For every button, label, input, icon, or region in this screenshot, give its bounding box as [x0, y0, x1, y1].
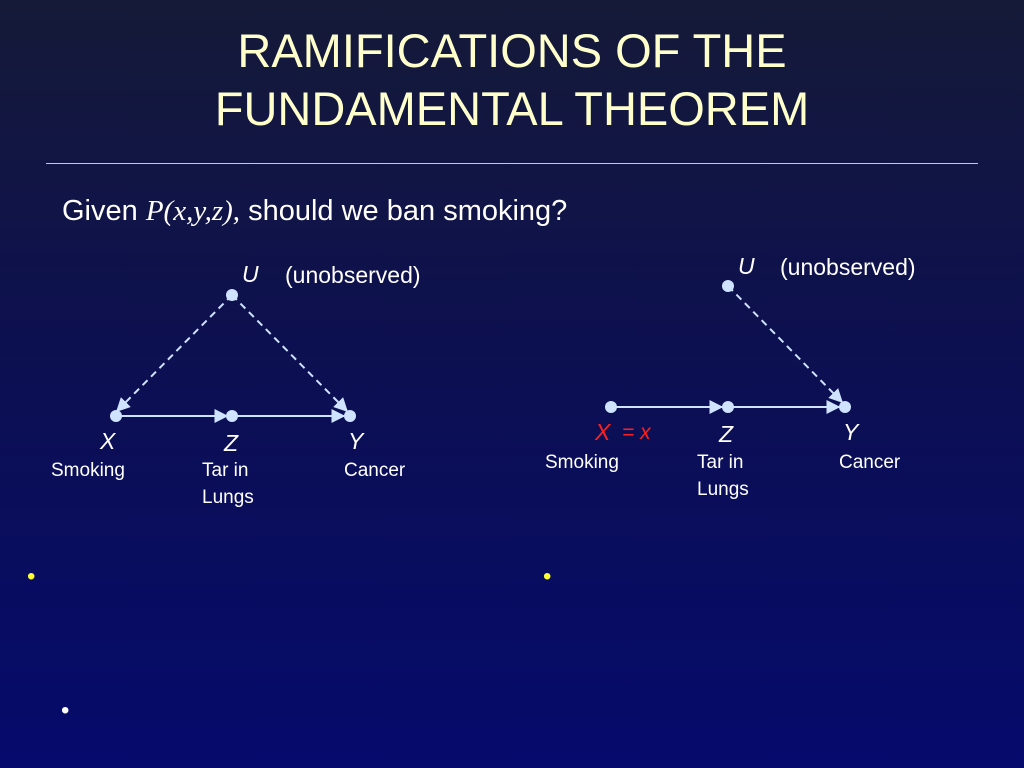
right-u-symbol: U — [738, 253, 755, 279]
left-u-symbol: U — [242, 261, 259, 287]
right-x-assign: = x — [622, 421, 651, 444]
bullet-left-bottom: • — [61, 697, 70, 724]
right-diagram — [605, 280, 851, 414]
title-line-2: FUNDAMENTAL THEOREM — [214, 82, 810, 135]
right-node-x — [605, 401, 617, 413]
left-node-x — [110, 410, 122, 422]
slide-title: RAMIFICATIONS OF THE FUNDAMENTAL THEOREM — [0, 22, 1024, 138]
right-node-z — [722, 401, 734, 413]
right-u-note: (unobserved) — [780, 254, 916, 280]
left-z-label-line1: Tar in — [202, 460, 249, 481]
left-node-y — [344, 410, 356, 422]
question-prefix: Given — [62, 195, 146, 227]
right-x-label: Smoking — [545, 452, 619, 473]
left-x-label: Smoking — [51, 460, 125, 481]
left-y-label: Cancer — [344, 460, 406, 481]
right-y-symbol: Y — [843, 419, 859, 445]
bullet-right-top: • — [543, 563, 552, 590]
right-node-u — [722, 280, 734, 292]
left-edge-u-x — [116, 294, 233, 412]
left-node-u — [226, 289, 238, 301]
right-edge-u-y — [727, 285, 843, 403]
left-y-symbol: Y — [348, 428, 364, 454]
right-x-symbol: X — [595, 419, 611, 445]
title-divider — [46, 163, 978, 164]
question-suffix: should we ban smoking? — [240, 195, 568, 227]
left-x-symbol: X — [100, 428, 116, 454]
left-node-z — [226, 410, 238, 422]
left-u-note: (unobserved) — [285, 262, 421, 288]
right-z-symbol: Z — [719, 421, 734, 447]
left-diagram — [110, 289, 356, 423]
right-y-label: Cancer — [839, 452, 901, 473]
left-z-symbol: Z — [224, 430, 239, 456]
question-text: Given P(x,y,z), should we ban smoking? — [62, 195, 567, 228]
title-line-1: RAMIFICATIONS OF THE — [237, 24, 787, 77]
left-edge-u-y — [231, 294, 348, 412]
right-z-label-line2: Lungs — [697, 479, 749, 500]
right-node-y — [839, 401, 851, 413]
right-z-label-line1: Tar in — [697, 452, 744, 473]
question-formula: P(x,y,z), — [145, 195, 241, 227]
bullet-left-top: • — [27, 563, 36, 590]
left-z-label-line2: Lungs — [202, 487, 254, 508]
